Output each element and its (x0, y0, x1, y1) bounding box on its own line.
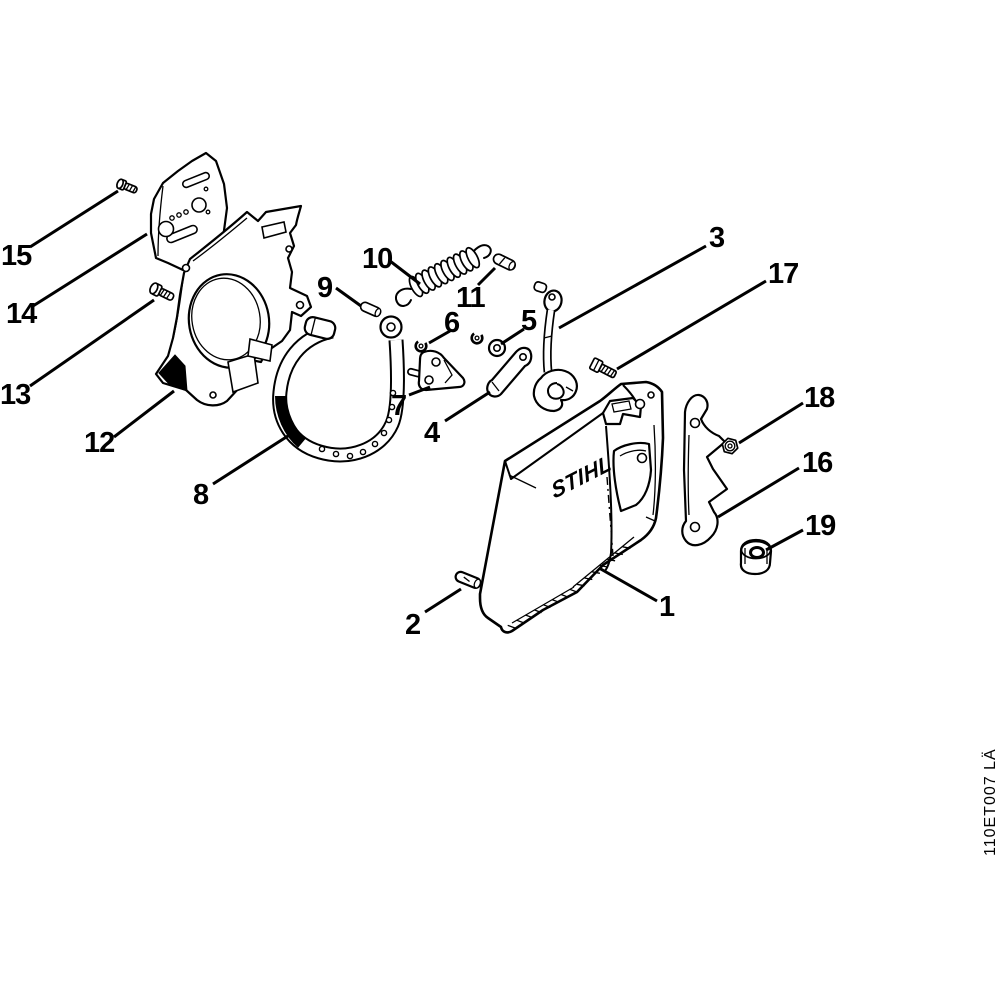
part-6-e-clips (414, 331, 484, 353)
callout-1: 1 (659, 591, 675, 623)
leader-line-14 (32, 232, 148, 308)
callout-10: 10 (362, 243, 393, 275)
part-17-screw (588, 357, 618, 379)
callout-18: 18 (804, 382, 835, 414)
part-9-pin (359, 301, 382, 318)
part-2-pin (454, 570, 482, 589)
leader-line-6 (428, 329, 451, 345)
leader-line-10 (389, 259, 421, 286)
callout-5: 5 (521, 305, 537, 337)
part-8-brake-band (272, 315, 405, 463)
callout-16: 16 (802, 447, 833, 479)
leader-line-11 (476, 266, 497, 287)
part-13-screw (149, 282, 175, 301)
leader-line-1 (598, 566, 658, 603)
part-7-pivot-bracket (407, 349, 466, 392)
callout-19: 19 (805, 510, 836, 542)
callout-4: 4 (424, 417, 440, 449)
part-16-bumper-spike (681, 393, 729, 547)
leader-line-17 (616, 279, 767, 371)
part-14-cover-plate (149, 151, 229, 275)
callout-3: 3 (709, 222, 725, 254)
callout-2: 2 (405, 609, 421, 641)
callout-14: 14 (6, 298, 37, 330)
callout-12: 12 (84, 427, 115, 459)
leader-lines (29, 189, 804, 614)
callout-15: 15 (1, 240, 32, 272)
callout-7: 7 (391, 390, 407, 422)
part-11-pin (492, 253, 517, 271)
leader-line-12 (113, 389, 175, 439)
drawing-code: 110ET007 LÄ (981, 748, 999, 856)
leader-line-19 (765, 528, 804, 552)
part-1-chain-sprocket-cover: STIHL (478, 380, 665, 634)
part-12-side-plate (154, 204, 313, 407)
callout-6: 6 (444, 307, 460, 339)
part-10-tension-spring (395, 244, 492, 307)
leader-line-2 (424, 587, 462, 614)
part-18-nut (721, 437, 739, 455)
part-19-collar-nut (739, 538, 773, 576)
leader-line-15 (29, 189, 119, 249)
leader-line-13 (29, 298, 155, 388)
leader-line-8 (212, 432, 292, 486)
leader-line-4 (444, 390, 491, 423)
leader-line-5 (500, 327, 525, 346)
leader-line-18 (738, 401, 804, 445)
callout-17: 17 (768, 258, 799, 290)
callout-8: 8 (193, 479, 209, 511)
part-15-screw (116, 178, 138, 194)
callout-13: 13 (0, 379, 31, 411)
callout-9: 9 (317, 272, 333, 304)
leader-line-3 (558, 244, 707, 330)
callout-11: 11 (456, 282, 486, 314)
part-3-lever (532, 281, 578, 413)
leader-line-9 (335, 286, 362, 308)
part-4-link (486, 346, 533, 398)
leader-line-7 (408, 385, 431, 397)
leader-line-16 (717, 466, 800, 519)
